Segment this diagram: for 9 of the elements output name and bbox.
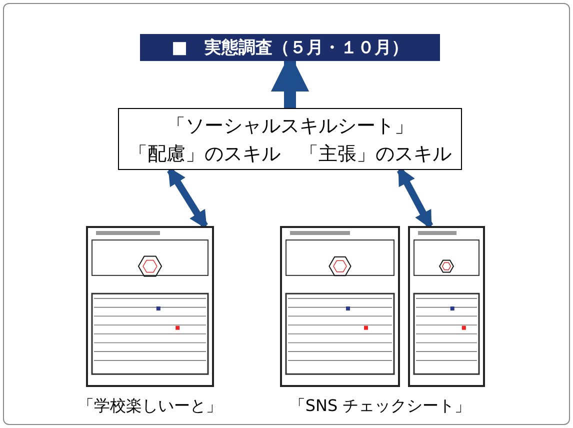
skill-sheet-box <box>118 108 462 170</box>
title-bar: ■ 実態調査（５月・１０月） <box>140 34 440 61</box>
caption: 「SNS チェックシート」 <box>288 396 472 417</box>
node-label: 「学校楽しいーと」 <box>77 396 223 417</box>
document-drawing <box>86 226 214 387</box>
heading: 「ソーシャルスキルシート」 <box>166 114 414 139</box>
skill-names: 「配慮」のスキル 「主張」のスキル <box>128 142 452 167</box>
document-drawing <box>408 226 485 387</box>
document-drawing <box>280 226 400 387</box>
